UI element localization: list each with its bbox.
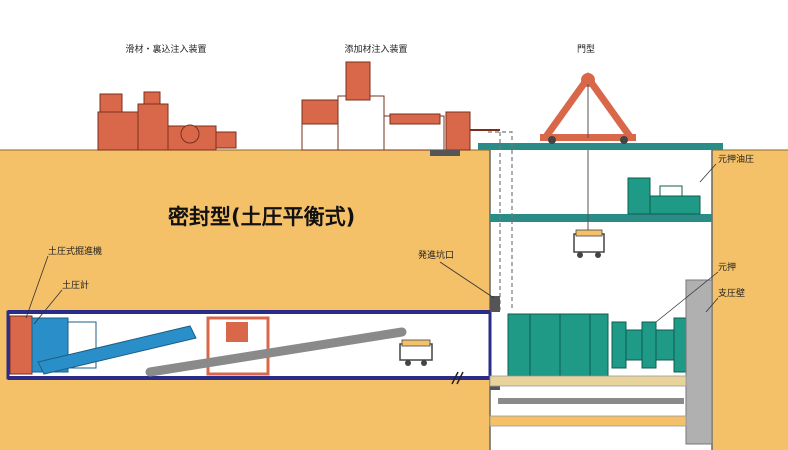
machine-cutter-head (9, 315, 33, 375)
shaft-base (489, 375, 687, 387)
callout-reaction-wall: 支圧壁 (718, 287, 745, 299)
shaft-platform (490, 214, 712, 222)
callout-machine: 土圧式掘進機 (48, 245, 102, 257)
muck-cart-shaft (573, 150, 605, 258)
callout-launch-mouth: 発進坑口 (418, 249, 454, 261)
discharge-pipe (145, 327, 407, 377)
feed-pipe-dashed (488, 131, 513, 310)
label-gantry: 門型 (577, 44, 595, 55)
shaft-rail (498, 398, 684, 404)
callout-pressure-gauge: 土圧計 (62, 279, 89, 291)
launch-mouth (490, 296, 500, 312)
control-unit (226, 322, 248, 342)
muck-cart-tunnel (399, 339, 433, 366)
additive-injection-equipment (301, 61, 500, 156)
main-jack (611, 317, 687, 373)
callout-jack-hydraulic: 元押油圧 (718, 153, 754, 165)
shaft-cover-slab (478, 143, 723, 150)
jacking-pipe (507, 313, 609, 377)
shaft-floor (489, 415, 687, 427)
label-grout-equipment: 滑材・裏込注入装置 (125, 43, 206, 55)
callout-main-jack: 元押 (718, 261, 736, 273)
break-mark (451, 371, 459, 385)
reaction-wall (685, 279, 713, 445)
grout-injection-equipment (97, 91, 237, 151)
gantry-crane (540, 71, 636, 144)
hydraulic-unit (627, 177, 701, 215)
break-mark-2 (456, 371, 464, 385)
screw-conveyor (37, 325, 197, 375)
label-additive-equipment: 添加材注入装置 (344, 43, 407, 55)
diagram-title: 密封型(土圧平衡式) (168, 205, 355, 229)
